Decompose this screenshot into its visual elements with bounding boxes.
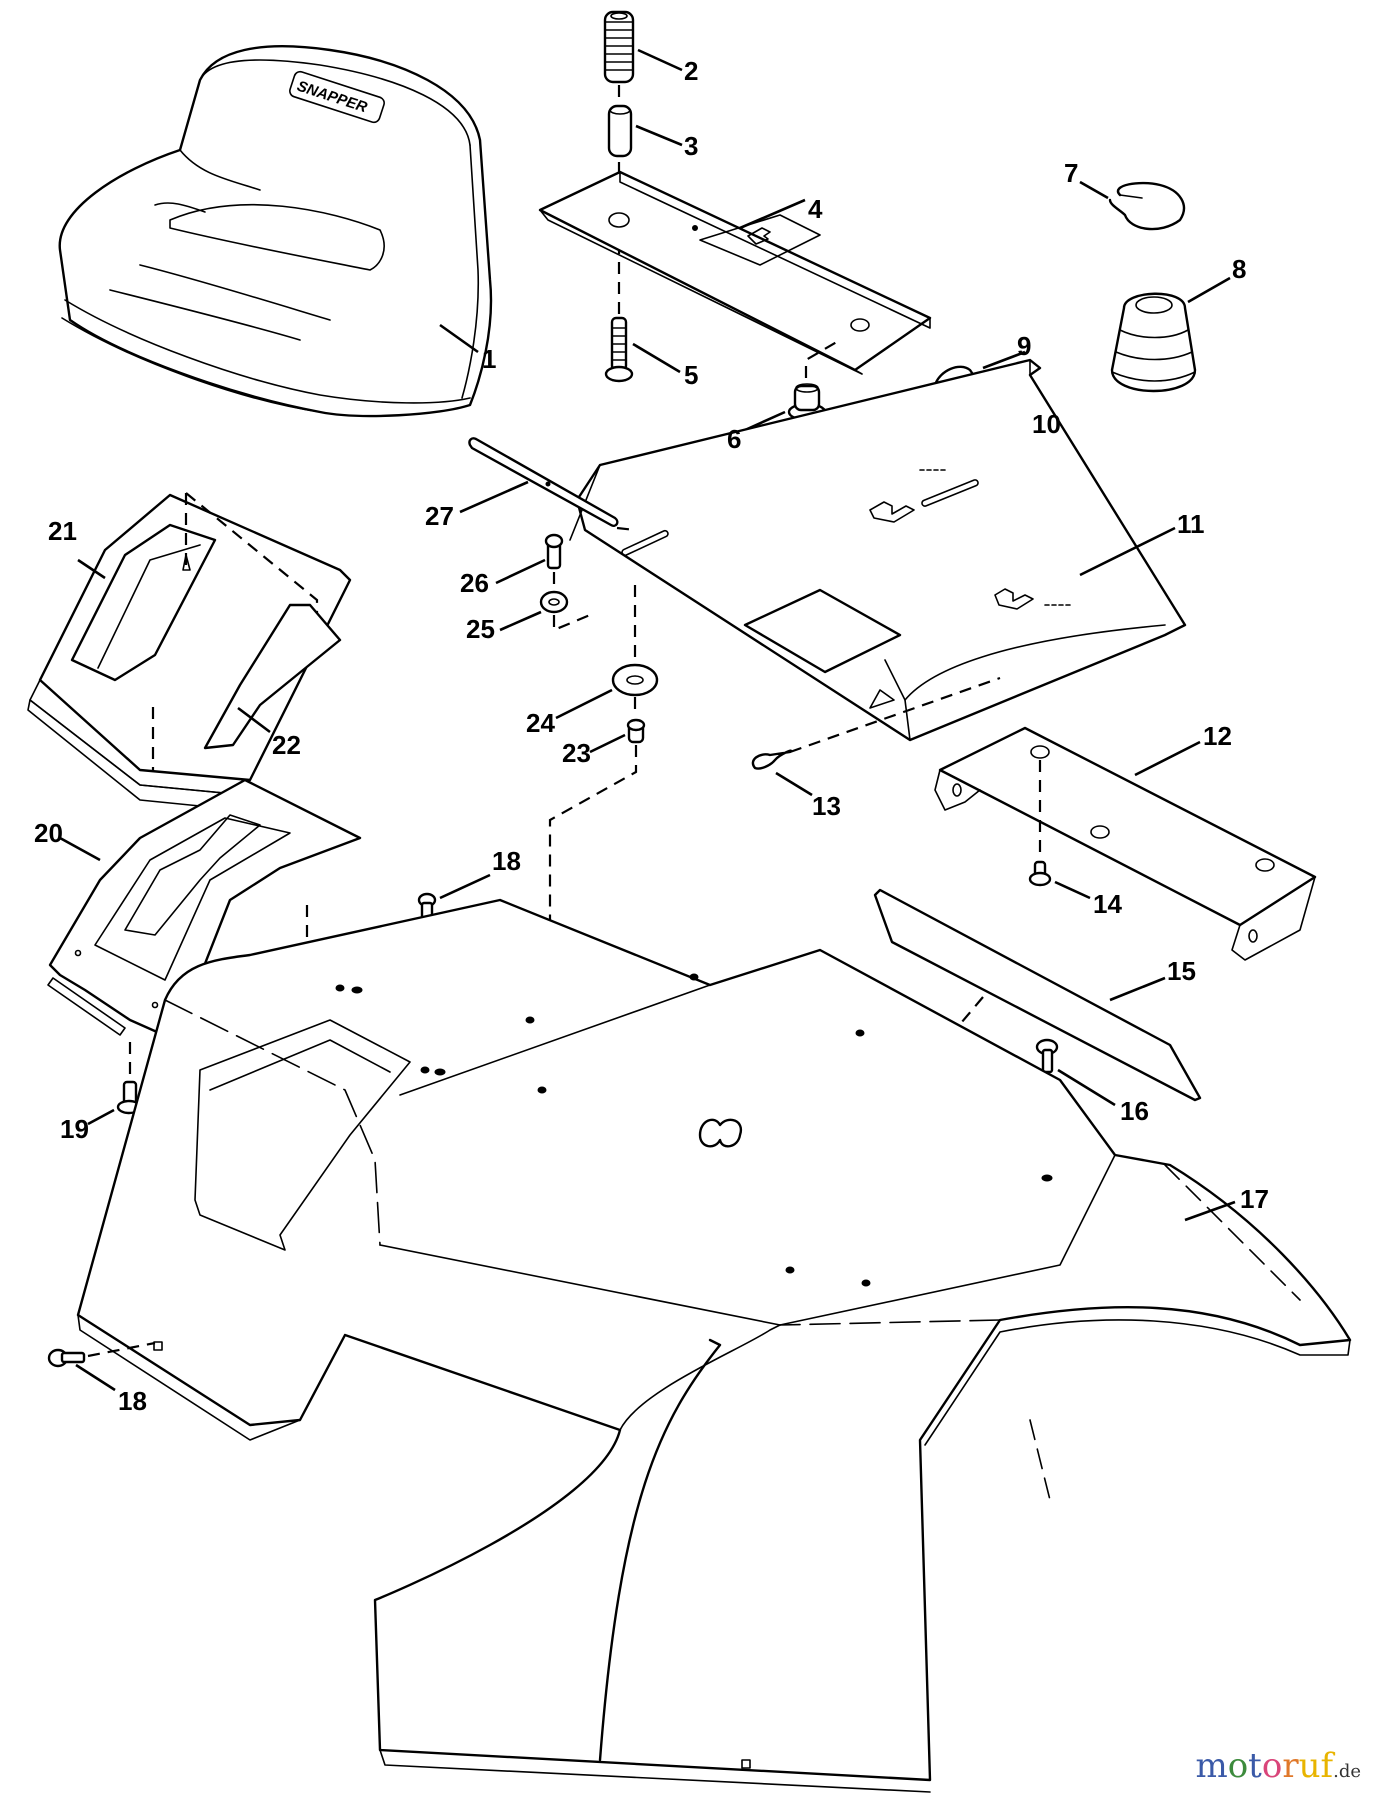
watermark-letter: r <box>1282 1746 1299 1786</box>
shoulder-bolt[interactable] <box>604 316 681 383</box>
retaining-clip[interactable] <box>1079 180 1186 231</box>
callout-11: 11 <box>1177 509 1205 539</box>
seat[interactable]: SNAPPER <box>58 45 493 418</box>
callout-2: 2 <box>684 56 698 86</box>
seat-pan[interactable] <box>569 358 1187 742</box>
callout-22: 22 <box>272 730 301 760</box>
callout-21: 21 <box>48 516 77 546</box>
callout-23: 23 <box>562 738 591 768</box>
shift-plate[interactable] <box>47 778 362 1042</box>
hairpin-cotter[interactable] <box>751 749 813 797</box>
bolt-26[interactable] <box>495 533 564 585</box>
watermark-logo: motoruf.de <box>1195 1746 1361 1786</box>
watermark-letter: o <box>1261 1746 1283 1786</box>
callout-8: 8 <box>1232 254 1246 284</box>
spring[interactable] <box>603 10 683 84</box>
shift-cover[interactable] <box>27 493 352 811</box>
callout-15: 15 <box>1167 956 1196 986</box>
rear-fender[interactable] <box>76 898 1352 1793</box>
washer-25[interactable] <box>499 590 569 632</box>
callout-4: 4 <box>808 194 823 224</box>
hinge-bracket[interactable] <box>934 726 1317 961</box>
callout-9: 9 <box>1017 331 1031 361</box>
watermark-letter: o <box>1227 1746 1249 1786</box>
callout-26: 26 <box>460 568 489 598</box>
watermark-letter: u <box>1298 1746 1321 1786</box>
watermark-letter: m <box>1195 1746 1228 1786</box>
callout-24: 24 <box>526 708 555 738</box>
rubber-bumper[interactable] <box>1110 276 1231 393</box>
callout-25: 25 <box>466 614 495 644</box>
decal[interactable] <box>203 603 342 750</box>
callout-13: 13 <box>812 791 841 821</box>
push-nut[interactable] <box>589 718 646 754</box>
watermark-letter: f <box>1320 1746 1334 1786</box>
callout-17: 17 <box>1240 1184 1269 1214</box>
callout-12: 12 <box>1203 721 1232 751</box>
callout-1: 1 <box>482 344 496 374</box>
screw-18-bottom[interactable] <box>47 1348 116 1392</box>
callout-6: 6 <box>727 424 741 454</box>
seat-mount-bracket[interactable] <box>538 170 932 375</box>
watermark-suffix: .de <box>1333 1761 1361 1782</box>
hinge-pin[interactable] <box>459 437 636 532</box>
callout-3: 3 <box>684 131 698 161</box>
fender-washer[interactable] <box>555 663 659 720</box>
callout-20: 20 <box>34 818 63 848</box>
callout-10: 10 <box>1032 409 1061 439</box>
mounting-holes <box>153 973 1053 1769</box>
callout-labels: 1 2 3 4 5 6 7 8 9 10 11 12 13 14 15 16 1… <box>34 56 1269 1416</box>
callout-18-bottom: 18 <box>118 1386 147 1416</box>
watermark-letter: t <box>1248 1746 1262 1786</box>
callout-5: 5 <box>684 360 698 390</box>
callout-7: 7 <box>1064 158 1078 188</box>
spacer-sleeve[interactable] <box>607 104 683 158</box>
callout-14: 14 <box>1093 889 1122 919</box>
callout-16: 16 <box>1120 1096 1149 1126</box>
callout-18-top: 18 <box>492 846 521 876</box>
callout-27: 27 <box>425 501 454 531</box>
trim-strip[interactable] <box>873 888 1202 1102</box>
callout-19: 19 <box>60 1114 89 1144</box>
screw-14[interactable] <box>1028 860 1091 900</box>
